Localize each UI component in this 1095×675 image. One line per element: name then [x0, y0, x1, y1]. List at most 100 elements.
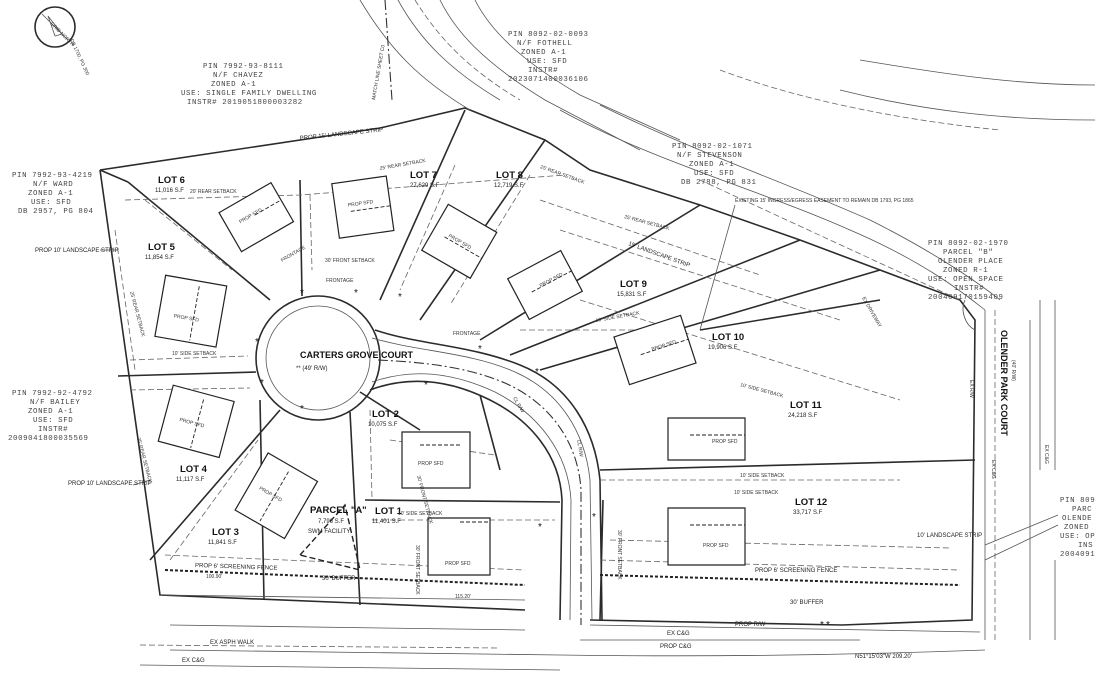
- lot-5-area: 11,854 S.F: [145, 255, 174, 261]
- house-lot-11-label: PROP SFD: [712, 439, 738, 445]
- svg-text:*: *: [538, 522, 542, 533]
- svg-text:*: *: [260, 378, 264, 389]
- owner-labels: PIN 7992-93-8111 N/F CHAVEZ ZONED A-1 US…: [8, 31, 1095, 561]
- svg-text:2004091: 2004091: [1060, 551, 1095, 559]
- lot-7-label: LOT 7: [410, 170, 437, 181]
- owner-east-clipped: PIN 8092 PARC OLENDE ZONED USE: OP INS 2…: [1060, 497, 1095, 559]
- lot-4-area: 11,117 S.F: [176, 477, 205, 483]
- lot-9-label: LOT 9: [620, 279, 647, 290]
- landscape-strip-ne: 15' LANDSCAPE STRIP: [627, 241, 690, 269]
- svg-text:INS: INS: [1078, 542, 1093, 550]
- house-lot-3: PROP SFD: [234, 452, 319, 540]
- landscape-strip-east: 10' LANDSCAPE STRIP: [917, 533, 982, 539]
- front-setback-lot7: 30' FRONT SETBACK: [325, 258, 375, 264]
- setback-lines: [114, 164, 961, 561]
- svg-text:USE: OPEN SPACE: USE: OPEN SPACE: [928, 276, 1004, 284]
- ex-cg-east: EX C&G: [1043, 445, 1049, 464]
- house-lot-9: PROP SFD: [506, 249, 584, 321]
- ex-cg-label: EX C&G: [182, 658, 205, 664]
- svg-text:ZONED A-1: ZONED A-1: [521, 49, 566, 57]
- lot-3-area: 11,841 S.F: [208, 540, 237, 546]
- lot-9-area: 15,831 S.F: [617, 292, 647, 298]
- svg-text:*: *: [255, 337, 259, 348]
- landscape-strip-sw: PROP 10' LANDSCAPE STRIP: [68, 481, 152, 487]
- svg-text:ZONED A-1: ZONED A-1: [28, 190, 73, 198]
- frontage-lot6: FRONTAGE: [280, 244, 307, 263]
- lot-2-label: LOT 2: [372, 409, 399, 420]
- lot-12-label: LOT 12: [795, 497, 827, 508]
- svg-text:USE: SFD: USE: SFD: [31, 199, 71, 207]
- svg-text:PIN 7992-92-4792: PIN 7992-92-4792: [12, 390, 93, 398]
- side-setback-lot11: 10' SIDE SETBACK: [740, 473, 785, 479]
- bearing-label: N51°15'03"W 209.20': [855, 654, 912, 660]
- svg-text:USE: SINGLE FAMILY DWELLING: USE: SINGLE FAMILY DWELLING: [181, 90, 317, 98]
- house-lot-7: PROP SFD: [331, 175, 395, 239]
- svg-text:PARCEL "B": PARCEL "B": [943, 249, 993, 257]
- prop-rw-label: PROP R/W: [735, 622, 766, 628]
- lot-1-label: LOT 1: [375, 506, 403, 517]
- house-lot-2: PROP SFD: [401, 431, 471, 489]
- svg-text:USE: SFD: USE: SFD: [527, 58, 567, 66]
- svg-text:PIN 8092: PIN 8092: [1060, 497, 1095, 505]
- house-lot-5: PROP SFD: [154, 274, 228, 348]
- lot-10-label: LOT 10: [712, 332, 744, 343]
- svg-text:2023071400036106: 2023071400036106: [508, 76, 589, 84]
- rear-setback-lot6: 20' REAR SETBACK: [190, 189, 237, 195]
- dim-115-label: 115.20': [455, 594, 471, 600]
- front-setback-lot12: 30' FRONT SETBACK: [616, 530, 622, 580]
- olender-park-court: OLENDER PARK COURT (40' R/W) EX R/W EX C…: [962, 299, 1056, 640]
- ex-asph-walk-label: EX ASPH WALK: [210, 640, 254, 646]
- lot-10-area: 19,906 S.F: [708, 345, 738, 351]
- house-lot-10: PROP SFD: [613, 314, 697, 386]
- olender-park-court-row: (40' R/W): [1010, 360, 1016, 381]
- svg-text:*: *: [592, 512, 596, 523]
- owner-parcel-b: PIN 8092-02-1970 PARCEL "B" OLENDER PLAC…: [928, 240, 1008, 302]
- rear-setback-lot8: 25' REAR SETBACK: [539, 164, 585, 186]
- lot-8-area: 12,719 S.F: [494, 183, 524, 189]
- svg-text:N/F BAILEY: N/F BAILEY: [30, 399, 80, 407]
- buffer-east-label: 30' BUFFER: [790, 600, 824, 606]
- buffer-west-label: 30' BUFFER: [322, 576, 356, 582]
- lot-2-area: 10,075 S.F: [368, 422, 398, 428]
- ex-cg-vertical: EX C&G: [990, 460, 996, 479]
- frontage-lot7: FRONTAGE: [326, 278, 354, 284]
- easement-label: EXISTING 15' INGRESS/EGRESS EASEMENT TO …: [735, 198, 914, 204]
- fence-east-label: PROP 6' SCREENING FENCE: [755, 568, 837, 574]
- svg-text:OLENDE: OLENDE: [1062, 515, 1092, 523]
- svg-text:OLENDER PLACE: OLENDER PLACE: [938, 258, 1003, 266]
- lot-8-label: LOT 8: [496, 170, 523, 181]
- ex-cg-label-2: EX C&G: [667, 631, 690, 637]
- svg-text:PIN 8092-02-1071: PIN 8092-02-1071: [672, 143, 753, 151]
- annotations: PROP 15' LANDSCAPE STRIP PROP 10' LANDSC…: [35, 127, 982, 606]
- house-lot-7-label: PROP SFD: [348, 199, 374, 209]
- svg-text:PARC: PARC: [1072, 506, 1092, 514]
- ex-rw-label: EX R/W: [968, 380, 974, 398]
- fence-west-label: PROP 6' SCREENING FENCE: [195, 563, 278, 572]
- svg-text:*: *: [478, 344, 482, 355]
- svg-text:PIN 8092-02-0093: PIN 8092-02-0093: [508, 31, 589, 39]
- house-lot-1-label: PROP SFD: [445, 561, 471, 567]
- north-arrow: GRID NORTH DB 1700, PG 300: [34, 6, 90, 77]
- svg-text:20040917015940​9: 20040917015940​9: [928, 294, 1004, 302]
- svg-text:PIN 7992-93-8111: PIN 7992-93-8111: [203, 63, 284, 71]
- svg-text:2009041800035569: 2009041800035569: [8, 435, 89, 443]
- house-lot-8: PROP SFD: [420, 203, 498, 280]
- svg-text:*: *: [354, 288, 358, 299]
- landscape-strip-north: PROP 15' LANDSCAPE STRIP: [300, 127, 384, 142]
- house-lot-5-label: PROP SFD: [173, 313, 200, 323]
- lot-7-area: 27,629 S.F: [410, 183, 440, 189]
- svg-text:DB 2788, PG 831: DB 2788, PG 831: [681, 179, 757, 187]
- svg-text:*: *: [535, 367, 539, 378]
- centerline-label: CL R/W: [511, 396, 525, 414]
- svg-text:N/F FOTHELL: N/F FOTHELL: [517, 40, 572, 48]
- lot-11-label: LOT 11: [790, 400, 822, 411]
- lot-12-area: 33,717 S.F: [793, 510, 823, 516]
- dim-100-label: 100.90': [206, 574, 222, 580]
- north-road: [359, 0, 1095, 311]
- lot-11-area: 24,218 S.F: [788, 413, 818, 419]
- frontage-lot9: FRONTAGE: [453, 331, 481, 337]
- svg-text:INSTR# 2019051800003282: INSTR# 2019051800003282: [187, 99, 303, 107]
- parcel-a-area: 7,796 S.F: [318, 519, 344, 525]
- house-lot-12-label: PROP SFD: [703, 543, 729, 549]
- svg-text:INSTR#: INSTR#: [38, 426, 68, 434]
